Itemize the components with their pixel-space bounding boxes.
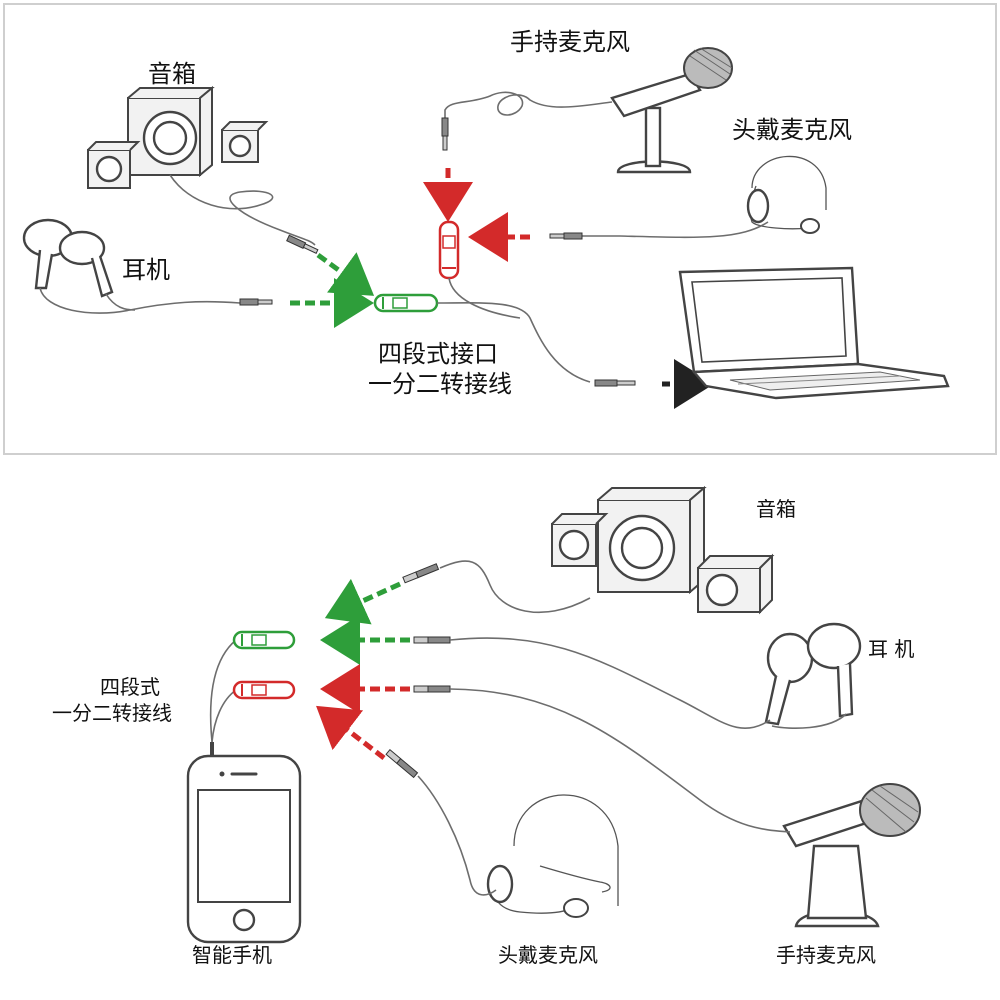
- label-top-earphones: 耳机: [122, 256, 170, 284]
- earphones-bottom-icon: [764, 622, 862, 726]
- bottom-earphones-jack: [413, 636, 451, 644]
- adapter-red-cable: [448, 277, 521, 319]
- bottom-earphones-cable: [449, 637, 771, 730]
- phone-adapter-cable-red: [211, 689, 237, 743]
- bottom-speaker-cable: [439, 560, 591, 613]
- top-panel: 音箱 耳机: [3, 3, 997, 455]
- adapter-main-jack: [594, 379, 636, 387]
- bottom-headset-mic-jack: [385, 748, 419, 779]
- speaker-icon: [87, 85, 269, 189]
- label-top-headset-mic: 头戴麦克风: [732, 116, 852, 144]
- label-bottom-adapter-line1: 四段式: [100, 675, 160, 699]
- top-panel-frame: [3, 3, 997, 455]
- arrow-bottom-speaker: [324, 578, 402, 625]
- handheld-mic-jack: [441, 117, 449, 151]
- bottom-headset-mic-cable: [417, 775, 497, 896]
- label-bottom-phone: 智能手机: [192, 943, 272, 967]
- label-bottom-adapter-line2: 一分二转接线: [52, 701, 172, 725]
- speaker-jack: [286, 234, 319, 255]
- adapter-bottom-red-socket: [232, 680, 296, 700]
- handheld-mic-cable: [444, 91, 613, 120]
- headset-mic-cable: [580, 221, 769, 239]
- adapter-red-socket: [438, 220, 460, 280]
- earphones-jack: [239, 298, 273, 306]
- adapter-bottom-green-socket: [232, 630, 296, 650]
- earphones-cable: [39, 287, 241, 314]
- bottom-panel: 音箱 耳 机 手持麦克风 头戴麦克风: [52, 485, 921, 967]
- headset-mic-icon: [746, 155, 827, 234]
- bottom-handheld-mic-jack: [413, 685, 451, 693]
- label-bottom-speaker: 音箱: [756, 497, 796, 521]
- label-top-speaker: 音箱: [148, 60, 196, 88]
- laptop-icon: [678, 266, 950, 400]
- speaker-bottom-icon: [551, 485, 775, 615]
- phone-adapter-cable-green: [209, 639, 237, 743]
- label-top-adapter-line2: 一分二转接线: [368, 370, 512, 398]
- handheld-mic-icon: [610, 47, 733, 174]
- label-bottom-headset-mic: 头戴麦克风: [498, 943, 598, 967]
- label-bottom-earphones: 耳 机: [868, 637, 914, 661]
- headset-mic-bottom-icon: [486, 794, 619, 918]
- adapter-green-cable: [436, 302, 591, 383]
- arrow-speaker-to-adapter: [316, 252, 375, 296]
- headset-mic-jack: [549, 232, 583, 240]
- handheld-mic-bottom-icon: [782, 783, 921, 928]
- arrow-bottom-headset-mic: [316, 705, 386, 760]
- speaker-cable: [169, 174, 316, 246]
- label-top-handheld-mic: 手持麦克风: [510, 28, 630, 56]
- label-top-adapter-line1: 四段式接口: [378, 340, 498, 368]
- label-bottom-handheld-mic: 手持麦克风: [776, 943, 876, 967]
- smartphone-icon: [186, 754, 302, 944]
- earphones-icon: [22, 218, 114, 298]
- bottom-speaker-jack: [402, 563, 440, 584]
- bottom-handheld-mic-cable: [449, 688, 791, 833]
- adapter-green-socket: [373, 293, 439, 313]
